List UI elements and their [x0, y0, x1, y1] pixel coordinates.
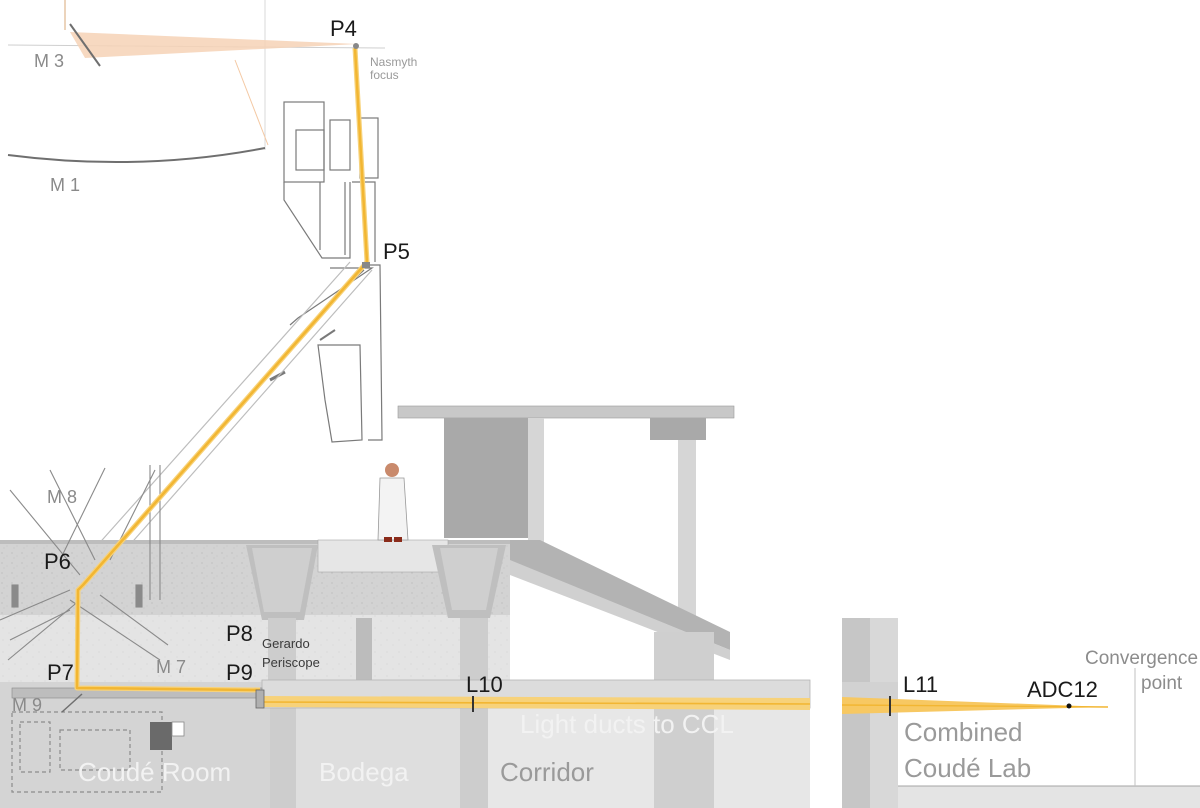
label-convergence: Convergence — [1085, 648, 1198, 669]
p9-periscope-element — [255, 689, 265, 709]
diagonal-tube — [61, 261, 373, 591]
stair-ramp — [508, 540, 730, 650]
light-beam — [74, 47, 1109, 714]
label-p6: P6 — [44, 549, 71, 574]
m1-mirror — [7, 147, 266, 164]
telescope-optics — [7, 0, 386, 164]
p4-point — [353, 43, 359, 49]
m3-mirror — [69, 23, 101, 67]
label-p9: P9 — [226, 660, 253, 685]
label-m3: M 3 — [34, 51, 64, 71]
label-light-ducts: Light ducts to CCL — [520, 709, 734, 739]
instrument-tower — [283, 101, 379, 262]
label-l10: L10 — [466, 672, 503, 697]
label-combined: Combined — [904, 717, 1023, 747]
adc12-element — [1066, 703, 1072, 709]
person-figure — [377, 463, 409, 542]
label-point: point — [1141, 673, 1183, 694]
coude-room-equipment — [11, 711, 163, 793]
label-periscope: Periscope — [262, 655, 320, 670]
label-p5: P5 — [383, 239, 410, 264]
label-corridor: Corridor — [500, 757, 594, 787]
label-gerardo: Gerardo — [262, 636, 310, 651]
label-adc12: ADC12 — [1027, 677, 1098, 702]
building-structure — [0, 405, 1200, 808]
p5-mirror — [362, 262, 370, 268]
m9-mirror — [61, 693, 83, 713]
label-nasmyth-1: Nasmyth — [370, 55, 417, 69]
m7-m8-truss — [0, 465, 169, 661]
label-p4: P4 — [330, 16, 357, 41]
label-m1: M 1 — [50, 175, 80, 195]
label-m8: M 8 — [47, 487, 77, 507]
label-coude-room: Coudé Room — [78, 757, 231, 787]
label-m7: M 7 — [156, 657, 186, 677]
top-slab — [397, 405, 735, 419]
label-nasmyth-2: focus — [370, 68, 399, 82]
label-l11: L11 — [903, 672, 938, 697]
label-m9: M 9 — [12, 695, 42, 715]
label-p7: P7 — [47, 660, 74, 685]
label-coude-lab: Coudé Lab — [904, 753, 1031, 783]
label-p8: P8 — [226, 621, 253, 646]
label-bodega: Bodega — [319, 757, 409, 787]
m3-cone-beam — [70, 32, 358, 58]
